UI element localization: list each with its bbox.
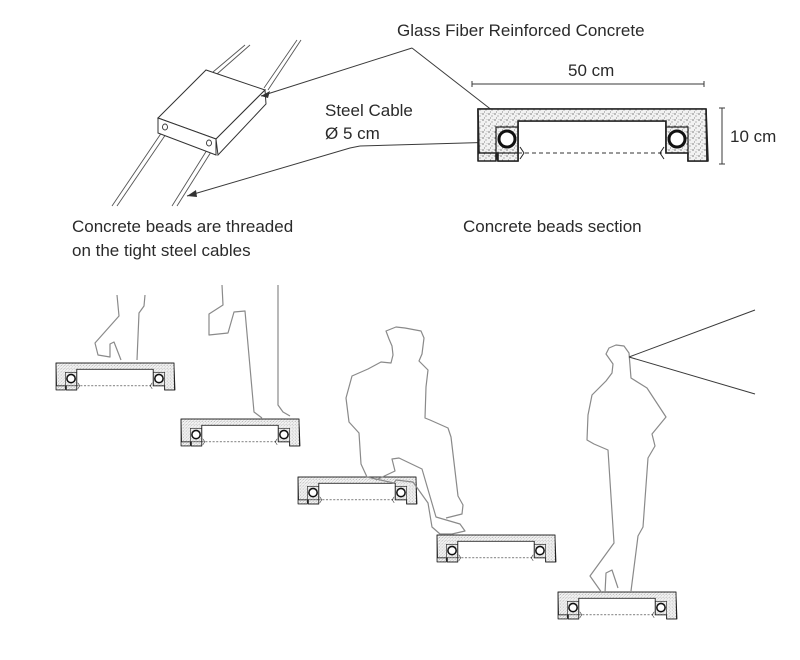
- bead-step-1: [55, 362, 176, 391]
- figure-seated-person: [345, 326, 466, 535]
- dimension-width: [471, 81, 705, 87]
- section-caption: Concrete beads section: [463, 217, 642, 236]
- material-label: Glass Fiber Reinforced Concrete: [397, 21, 645, 40]
- height-dimension-label: 10 cm: [730, 127, 776, 146]
- material-leader-to-section: [411, 47, 503, 119]
- threaded-caption-line2: on the tight steel cables: [72, 241, 251, 260]
- figure-leg-1: [94, 294, 146, 361]
- cable-label-line2: Ø 5 cm: [325, 124, 380, 143]
- bead-step-2: [180, 418, 301, 447]
- bead-step-5: [557, 591, 678, 620]
- bead-section-large: [476, 107, 710, 163]
- width-dimension-label: 50 cm: [568, 61, 614, 80]
- bead-steps: [55, 362, 678, 620]
- cable-leader-to-section: [359, 141, 501, 147]
- figure-leg-2: [208, 284, 291, 419]
- sightline-lines: [628, 309, 756, 395]
- concrete-bead-block: [157, 69, 267, 157]
- threaded-bead-illustration: [111, 39, 302, 207]
- figure-standing-person: [586, 309, 756, 594]
- leader-lines: [186, 47, 503, 197]
- dimension-height: [719, 107, 725, 165]
- steel-cables: [111, 39, 302, 207]
- bead-step-4: [436, 534, 557, 563]
- material-leader-to-block: [260, 47, 413, 97]
- bead-step-3: [297, 476, 418, 505]
- threaded-caption-line1: Concrete beads are threaded: [72, 217, 293, 236]
- cable-label-line1: Steel Cable: [325, 101, 413, 120]
- cable-leader-to-block: [186, 145, 361, 197]
